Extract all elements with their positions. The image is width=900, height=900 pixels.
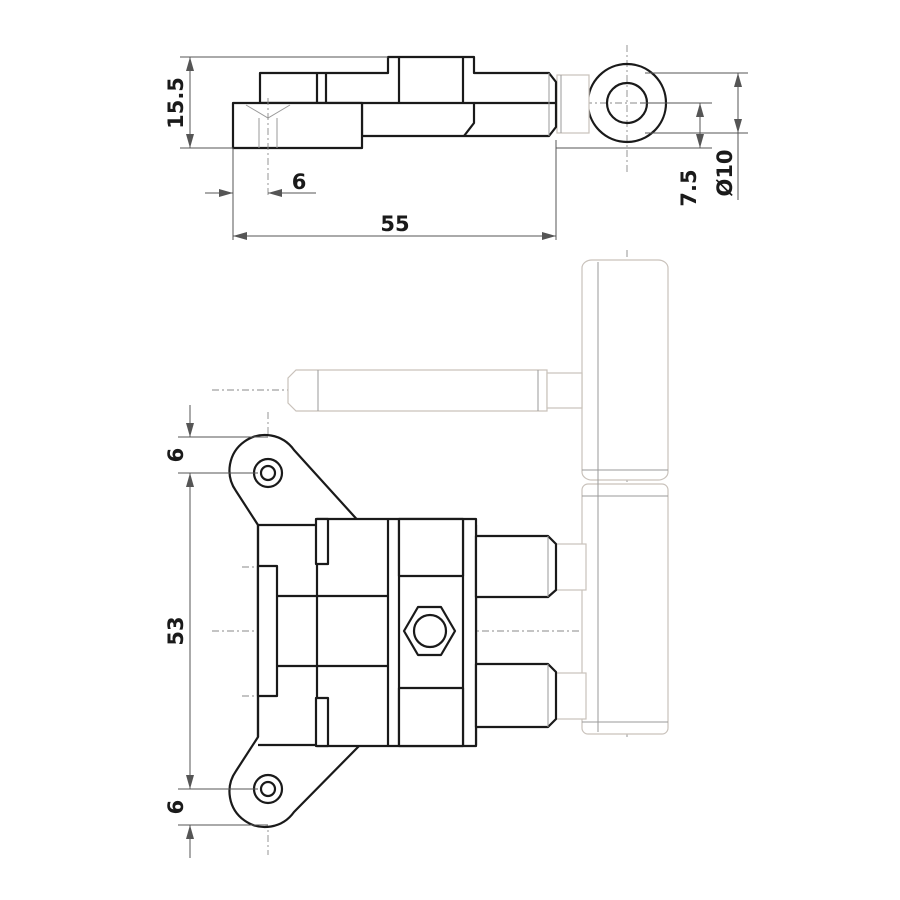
dim-15-5: 15.5 [164,56,388,149]
top-view: 15.5 6 55 7.5 [164,45,748,240]
dim-top-6: 6 [205,148,316,240]
dim-front-bottom-6: 6 [164,800,268,858]
lower-pin-stubs [555,543,587,720]
top-body [231,55,558,198]
pin-end-view [555,45,700,175]
front-view: 6 53 6 [164,250,669,858]
upper-pin [287,369,583,412]
dim-label-15-5: 15.5 [164,77,188,129]
hinge-barrel [581,259,669,735]
adjustment-pins [474,534,558,729]
dim-diameter-10: Ø10 [645,72,748,200]
dim-7-5: 7.5 [556,102,712,207]
dim-55: 55 [233,140,557,240]
hex-nut-icon [402,605,457,657]
dim-53: 53 [164,473,258,790]
dim-label-diameter-10: Ø10 [713,149,737,196]
dim-label-55: 55 [380,212,409,236]
dim-label-top-6: 6 [292,170,307,194]
dim-label-front-bottom-6: 6 [164,800,188,815]
dim-label-7-5: 7.5 [677,169,701,206]
dim-label-front-top-6: 6 [164,448,188,463]
plate-body [256,517,478,748]
dim-label-53: 53 [164,616,188,645]
